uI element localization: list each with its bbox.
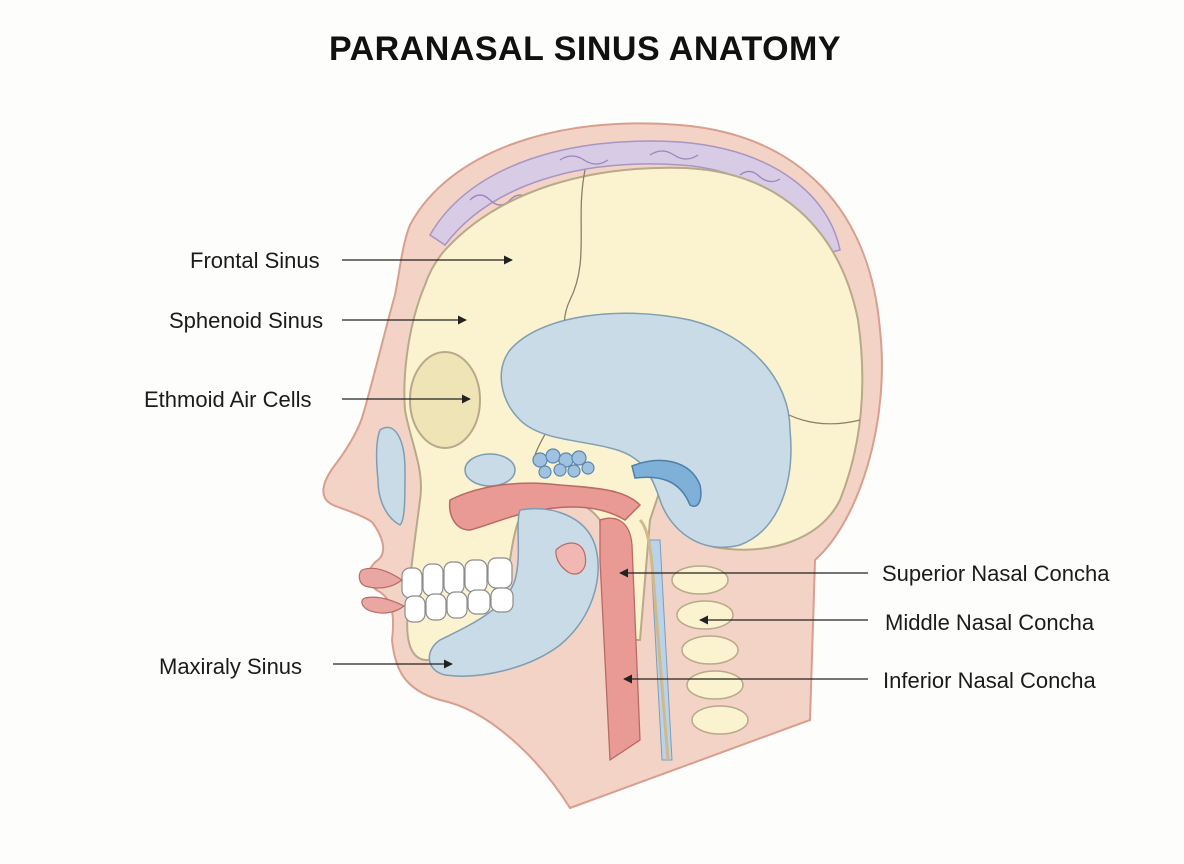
cervical-vertebrae [671,565,749,735]
upper-teeth [401,557,513,599]
label-middle-nasal-concha: Middle Nasal Concha [885,610,1095,635]
soft-palate [555,542,587,575]
label-inferior-nasal-concha: Inferior Nasal Concha [883,668,1096,693]
annotation-lines [333,255,868,684]
lips [358,567,406,614]
diagram-title: PARANASAL SINUS ANATOMY [328,30,842,68]
label-maxiraly-sinus: Maxiraly Sinus [159,654,303,679]
cranial-cavity [500,312,792,548]
nasal-bone-blue [375,426,406,526]
pharynx [599,517,641,762]
nasal-soft-tissue [448,482,642,531]
ethmoid-blob [464,453,516,487]
lower-teeth [404,587,514,623]
sphenoid-band [631,459,702,507]
orbit [409,351,481,449]
label-ethmoid-air-cells: Ethmoid Air Cells [144,387,312,412]
brain-cortex [429,140,841,256]
label-frontal-sinus: Frontal Sinus [190,248,320,273]
ethmoid-cluster [532,448,595,479]
label-sphenoid-sinus: Sphenoid Sinus [169,308,324,333]
label-superior-nasal-concha: Superior Nasal Concha [882,561,1110,586]
